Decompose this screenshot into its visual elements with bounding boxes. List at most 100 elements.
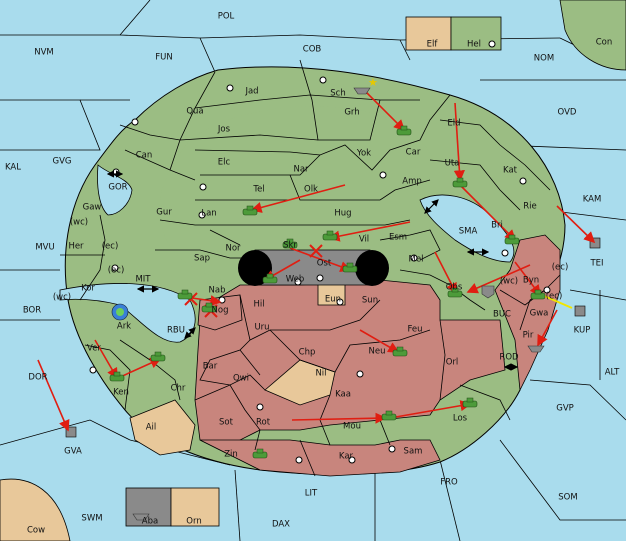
land-label-her: Her: [68, 242, 84, 252]
sma-inlet: [419, 194, 515, 263]
land-label-qua: Qua: [186, 107, 203, 117]
land-label-nor: Nor: [225, 244, 241, 254]
land-label-kat: Kat: [503, 166, 518, 176]
land-label-grh: Grh: [344, 108, 359, 118]
land-label-lan: Lan: [201, 209, 216, 219]
sea-label-rbu: RBU: [167, 326, 185, 336]
sea-label-lit: LIT: [305, 489, 318, 499]
land-label-orn: Orn: [186, 517, 201, 527]
support-line: [541, 294, 573, 309]
land-label-nar: Nar: [293, 165, 309, 175]
sea-label-cob: COB: [303, 45, 322, 55]
land-label-chp: Chp: [299, 348, 316, 358]
star-icon: ★: [368, 76, 378, 89]
inner-land: [159, 106, 442, 290]
land-label-kup: KUP: [574, 326, 591, 336]
sea-label-mit: MIT: [135, 275, 151, 285]
land-label-gwa: Gwa: [530, 309, 549, 319]
coast-label-kor-ec: (ec): [108, 266, 125, 276]
prov-aba: [125, 487, 172, 527]
land-label-tei: TEI: [589, 259, 603, 269]
sea-label-buc: BUC: [493, 310, 511, 320]
coast-label-gwa-ec: (ec): [546, 292, 563, 302]
sea-label-alt: ALT: [605, 368, 620, 378]
land-label-mel: Mel: [409, 255, 424, 265]
land-label-ail: Ail: [146, 423, 157, 433]
land-label-esm: Esm: [389, 233, 407, 243]
land-label-nil: Nil: [315, 369, 326, 379]
corner-land-labels: Elf Hel Con Cow Aba Orn: [27, 38, 612, 536]
land-label-sch: Sch: [330, 89, 345, 99]
land-label-uta: Uta: [445, 159, 460, 169]
land-label-obs: Obs: [446, 283, 463, 293]
land-label-hil: Hil: [253, 300, 264, 310]
passage-arrows: [106, 170, 519, 371]
ark-globe-land: [116, 308, 124, 316]
land-label-chr: Chr: [171, 384, 186, 394]
land-label-qwi: Qwi: [233, 374, 249, 384]
land-label-pir: Pir: [523, 331, 534, 341]
land-label-skr: Skr: [283, 241, 297, 251]
web-west-cap: [238, 250, 272, 286]
land-label-olk: Olk: [304, 185, 318, 195]
land-label-cow: Cow: [27, 526, 45, 536]
sea-label-swm: SWM: [81, 514, 102, 524]
land-label-web: Web: [286, 275, 305, 285]
land-label-kaa: Kaa: [335, 390, 351, 400]
sea-label-dax: DAX: [272, 520, 290, 530]
land-label-nab: Nab: [209, 286, 226, 296]
prov-nil: [264, 359, 336, 406]
sea-label-ovd: OVD: [558, 108, 577, 118]
sea-label-rod: ROD: [499, 353, 519, 363]
land-label-kar: Kar: [339, 452, 354, 462]
sea-label-fro: FRO: [440, 478, 458, 488]
sea-label-gvg: GVG: [53, 157, 72, 167]
land-label-ark: Ark: [117, 322, 131, 332]
land-label-tel: Tel: [252, 185, 264, 195]
gva-islet: [65, 426, 77, 438]
land-label-neu: Neu: [369, 347, 386, 357]
sea-label-dor: DOR: [28, 373, 47, 383]
land-label-zin: Zin: [224, 450, 238, 460]
land-label-ken: Ken: [113, 388, 129, 398]
sea-labels: POL NVM FUN COB NOM OVD KAL GVG GOR KAM …: [5, 12, 620, 530]
sea-label-sma: SMA: [459, 227, 478, 237]
fleet-units: [132, 87, 545, 521]
land-label-amp: Amp: [402, 177, 422, 187]
sea-label-kam: KAM: [583, 195, 602, 205]
land-label-gaw: Gaw: [83, 203, 102, 213]
sea-label-gor: GOR: [108, 183, 127, 193]
land-label-uru: Uru: [254, 323, 269, 333]
sea-label-pol: POL: [218, 12, 235, 22]
land-label-elc: Elc: [218, 158, 231, 168]
land-label-hel: Hel: [467, 40, 481, 50]
sea-label-mvu: MVU: [35, 243, 54, 253]
sea-label-bor: BOR: [23, 306, 41, 316]
sea-label-fun: FUN: [155, 53, 172, 63]
land-label-byn: Byn: [523, 276, 539, 286]
kup-islet: [574, 305, 586, 317]
land-label-sam: Sam: [404, 447, 423, 457]
land-label-kor: Kor: [81, 284, 95, 294]
land-label-rie: Rie: [523, 202, 537, 212]
land-labels: Jad Sch Qua Jos Grh Eld Can Elc Nar Yok …: [64, 87, 603, 462]
land-label-yok: Yok: [356, 149, 371, 159]
land-label-bar: Bar: [203, 362, 218, 372]
land-label-hug: Hug: [334, 209, 351, 219]
land-label-car: Car: [406, 148, 421, 158]
sea-label-nvm: NVM: [34, 48, 54, 58]
land-label-can: Can: [136, 151, 153, 161]
land-label-nog: Nog: [212, 306, 229, 316]
land-label-ver: Ver: [87, 344, 101, 354]
mit-inlet: [59, 283, 196, 343]
land-label-sun: Sun: [362, 296, 378, 306]
prov-ail: [129, 399, 196, 456]
coast-label-gaw-wc: (wc): [70, 218, 88, 228]
sea-label-som: SOM: [558, 493, 577, 503]
coast-label-gaw-ec: (ec): [102, 242, 119, 252]
land-label-los: Los: [453, 414, 468, 424]
land-label-jad: Jad: [244, 87, 258, 97]
army-units: [109, 125, 546, 459]
land-label-vil: Vil: [359, 235, 369, 245]
